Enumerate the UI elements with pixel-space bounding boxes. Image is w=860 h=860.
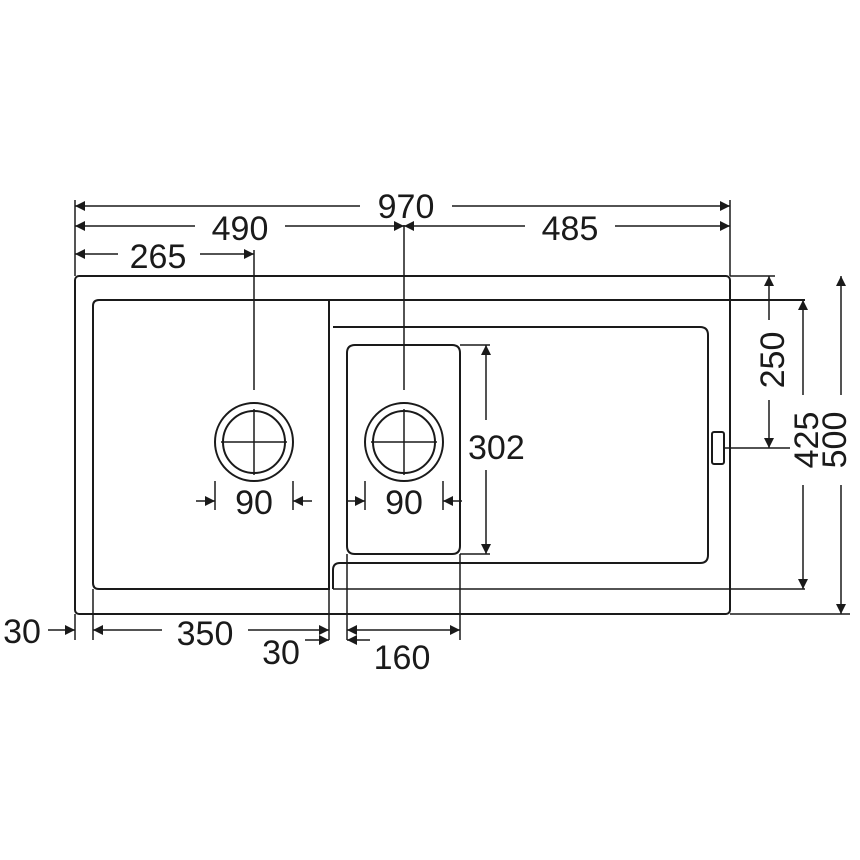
dim-250: 250 [754, 276, 792, 448]
dim-500-label: 500 [816, 412, 854, 469]
dim-160-label: 160 [374, 639, 431, 677]
left-drain-outer-ring [214, 402, 294, 482]
dim-30-left: 30 [3, 613, 76, 651]
dim-265-label: 265 [130, 238, 187, 276]
dim-350-label: 350 [177, 615, 234, 653]
dim-302: 302 [468, 345, 525, 554]
dim-970: 970 [75, 188, 730, 226]
dim-265: 265 [75, 238, 254, 276]
dim-350: 350 [93, 615, 329, 653]
dim-970-label: 970 [378, 188, 435, 226]
right-drain [364, 402, 444, 482]
left-drain [214, 402, 294, 482]
dim-490: 490 [75, 210, 404, 248]
dim-425-label: 425 [788, 412, 826, 469]
dim-30-left-label: 30 [3, 613, 41, 651]
sink-outer-rim [74, 275, 731, 615]
sink-outline [74, 275, 805, 615]
dim-30-mid-label: 30 [262, 634, 300, 672]
dim-500: 500 [816, 276, 854, 614]
dim-302-label: 302 [468, 429, 525, 467]
right-drain-outer-ring [364, 402, 444, 482]
big-bowl-outline [92, 299, 330, 590]
dim-30-mid: 30 [262, 634, 370, 672]
dim-485-label: 485 [542, 210, 599, 248]
dim-425: 425 [788, 300, 826, 589]
dim-90-right-label: 90 [385, 484, 423, 522]
small-bowl-outline [346, 344, 461, 555]
dim-160: 160 [347, 625, 460, 677]
dim-485: 485 [404, 210, 730, 248]
drainer-outline [329, 299, 805, 589]
dim-90-right: 90 [346, 484, 462, 522]
overflow-slot [711, 431, 725, 465]
dim-250-label: 250 [754, 332, 792, 389]
dim-90-left: 90 [196, 484, 312, 522]
dim-490-label: 490 [212, 210, 269, 248]
dim-90-left-label: 90 [235, 484, 273, 522]
extension-lines [74, 200, 850, 640]
